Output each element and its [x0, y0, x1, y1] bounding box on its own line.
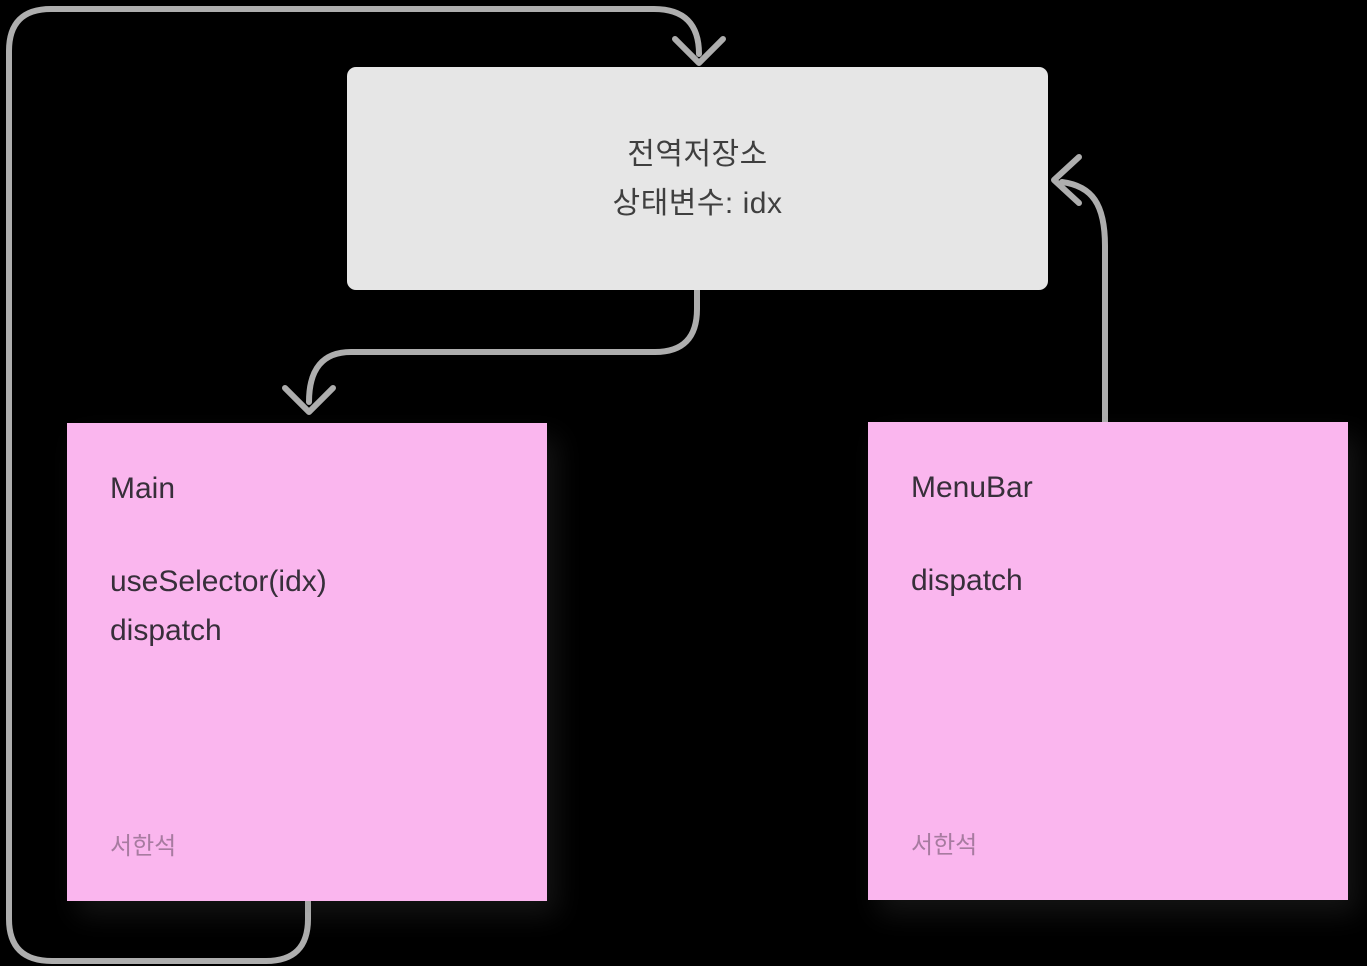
sticky-menubar-body-line1: dispatch: [911, 564, 1023, 597]
sticky-main-body: useSelector(idx) dispatch: [110, 557, 327, 655]
sticky-main-body-line1: useSelector(idx): [110, 565, 327, 598]
sticky-menubar-title: MenuBar: [911, 471, 1033, 504]
arrowhead-down-icon: [672, 36, 726, 66]
global-store-box[interactable]: 전역저장소 상태변수: idx: [347, 67, 1048, 290]
store-state-variable: 상태변수: idx: [612, 186, 783, 220]
store-title: 전역저장소: [627, 137, 768, 171]
arrowhead-down-icon: [282, 385, 336, 415]
arrowhead-left-icon: [1051, 154, 1082, 206]
sticky-main-body-line2: dispatch: [110, 614, 222, 647]
connector-store-to-main[interactable]: [282, 286, 700, 415]
sticky-menubar-author: 서한석: [911, 832, 978, 859]
connector-main-to-store[interactable]: [6, 6, 726, 964]
connector-main-to-store-line[interactable]: [6, 6, 702, 964]
connector-store-to-main-line[interactable]: [306, 286, 700, 405]
sticky-main-author: 서한석: [110, 833, 177, 860]
sticky-note-main[interactable]: Main useSelector(idx) dispatch 서한석: [67, 423, 547, 901]
sticky-main-title: Main: [110, 472, 176, 505]
sticky-note-menubar[interactable]: MenuBar dispatch 서한석: [868, 422, 1348, 900]
connector-menubar-to-store[interactable]: [1051, 154, 1108, 427]
connector-menubar-to-store-line[interactable]: [1059, 179, 1108, 427]
sticky-menubar-body: dispatch: [911, 556, 1023, 605]
